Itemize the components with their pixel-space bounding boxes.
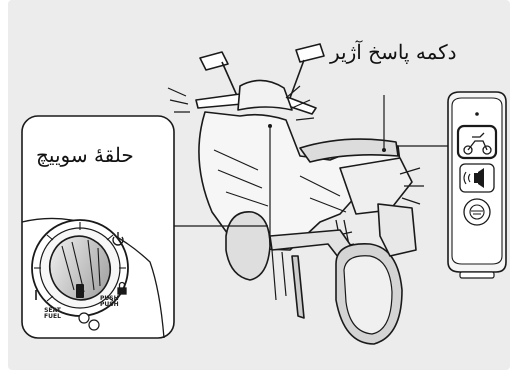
smart-key-button[interactable] [464,199,490,225]
tail-section [340,158,412,214]
front-cowl [238,80,292,110]
alarm-sound-button[interactable] [460,164,494,192]
seat-fuel-marking: SEAT FUEL [44,308,61,320]
alarm-answer-button-label: دکمه پاسخ آژیر [330,40,457,64]
key-slot [76,284,84,298]
alarm-answer-button[interactable] [458,126,496,158]
motorcycle [196,44,416,344]
side-stand [292,256,304,318]
indicator-circle-1 [79,313,89,323]
front-wheel [226,212,270,280]
switch-ring-label: حلقۀ سوییچ [36,143,134,167]
left-mirror [200,52,238,98]
remote-fob [448,92,506,278]
push-marking: PUSH PUSH [100,296,119,308]
indicator-circle-2 [89,320,99,330]
